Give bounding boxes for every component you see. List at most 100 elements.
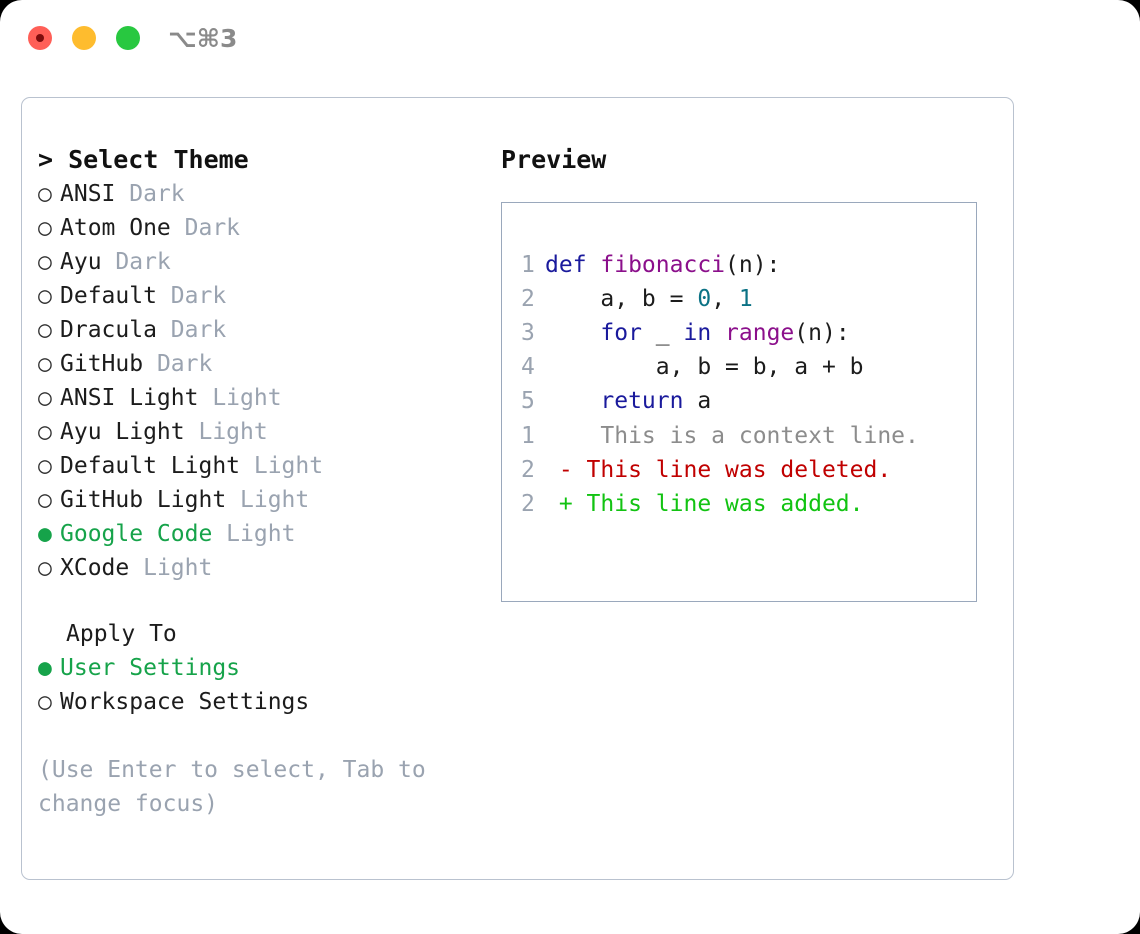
line-number: 1 — [521, 252, 535, 278]
theme-option-label: GitHub — [60, 351, 144, 377]
code-line: 5 return a — [521, 384, 864, 418]
code-token: (n): — [794, 320, 850, 346]
code-token: def — [545, 252, 601, 278]
line-number: 1 — [521, 423, 535, 449]
radio-unselected-icon: ○ — [38, 215, 52, 241]
line-number: 2 — [521, 491, 535, 517]
theme-option-label: Dracula — [60, 317, 157, 343]
code-token: a, b = — [545, 286, 698, 312]
minimize-button[interactable] — [72, 26, 96, 50]
code-token: fibonacci — [600, 252, 726, 278]
apply-to-section: Apply To ●User Settings○Workspace Settin… — [38, 617, 468, 719]
code-line: 3 for _ in range(n): — [521, 316, 864, 350]
theme-option-ansi[interactable]: ○ ANSI Dark — [38, 177, 468, 211]
code-token — [711, 320, 725, 346]
theme-option-ayu-light[interactable]: ○ Ayu Light Light — [38, 415, 468, 449]
radio-selected-icon: ● — [38, 521, 52, 547]
theme-option-category: Dark — [101, 249, 171, 275]
theme-option-category: Light — [184, 419, 268, 445]
code-token: range — [725, 320, 795, 346]
code-token: , — [711, 286, 739, 312]
code-token: (n): — [725, 252, 781, 278]
theme-option-default-light[interactable]: ○ Default Light Light — [38, 449, 468, 483]
maximize-button[interactable] — [116, 26, 140, 50]
radio-selected-icon: ● — [38, 655, 52, 681]
diff-line-text: This is a context line. — [545, 423, 919, 449]
theme-option-label: ANSI Light — [60, 385, 199, 411]
radio-unselected-icon: ○ — [38, 181, 52, 207]
theme-option-github-light[interactable]: ○ GitHub Light Light — [38, 483, 468, 517]
radio-unselected-icon: ○ — [38, 487, 52, 513]
radio-unselected-icon: ○ — [38, 317, 52, 343]
theme-option-label: ANSI — [60, 181, 116, 207]
select-theme-heading: > Select Theme — [38, 145, 249, 174]
theme-option-list[interactable]: ○ ANSI Dark ○ Atom One Dark ○ Ayu Dark ○ Defaul… — [38, 177, 468, 585]
keyboard-shortcut-label: ⌥⌘3 — [168, 24, 238, 53]
theme-option-label: Google Code — [60, 521, 213, 547]
line-number: 3 — [521, 320, 535, 346]
diff-line-add: 2 + This line was added. — [521, 487, 919, 521]
code-token — [545, 320, 600, 346]
theme-option-category: Dark — [156, 317, 227, 343]
apply-to-option-label: User Settings — [60, 655, 241, 681]
window-controls — [28, 26, 140, 50]
theme-option-xcode[interactable]: ○XCode Light — [38, 551, 468, 585]
radio-unselected-icon: ○ — [38, 419, 52, 445]
title-bar: ⌥⌘3 — [0, 0, 1140, 78]
diff-line-ctx: 1 This is a context line. — [521, 419, 919, 453]
radio-unselected-icon: ○ — [38, 283, 52, 309]
code-token: for — [600, 320, 642, 346]
apply-to-option-label: Workspace Settings — [60, 689, 310, 715]
apply-to-option-workspace-settings[interactable]: ○Workspace Settings — [38, 685, 468, 719]
preview-heading: Preview — [501, 145, 607, 174]
code-line: 1 def fibonacci(n): — [521, 248, 864, 282]
theme-option-label: GitHub Light — [60, 487, 227, 513]
code-token: a, b = b, a + b — [545, 354, 864, 380]
diff-line-text: + This line was added. — [545, 491, 864, 517]
radio-unselected-icon: ○ — [38, 351, 52, 377]
line-number: 2 — [521, 457, 535, 483]
line-number: 4 — [521, 354, 535, 380]
theme-option-label: Default Light — [60, 453, 241, 479]
code-token — [545, 388, 600, 414]
theme-option-label: Atom One — [60, 215, 171, 241]
content-panel: > Select Theme ○ANSI Dark○Atom One Dark○… — [21, 97, 1014, 880]
theme-option-dracula[interactable]: ○ Dracula Dark — [38, 313, 468, 347]
theme-option-label: Default — [60, 283, 157, 309]
code-token: a — [683, 388, 712, 414]
diff-sample: 1 This is a context line.2 - This line w… — [521, 419, 919, 521]
theme-option-category: Dark — [156, 283, 227, 309]
theme-option-category: Light — [240, 453, 324, 479]
theme-option-category: Light — [129, 555, 213, 581]
theme-option-ayu[interactable]: ○ Ayu Dark — [38, 245, 468, 279]
theme-option-github[interactable]: ○ GitHub Dark — [38, 347, 468, 381]
code-token: 0 — [697, 286, 712, 312]
theme-option-category: Dark — [170, 215, 241, 241]
radio-unselected-icon: ○ — [38, 249, 52, 275]
diff-line-del: 2 - This line was deleted. — [521, 453, 919, 487]
theme-option-atom-one[interactable]: ○ Atom One Dark — [38, 211, 468, 245]
theme-option-default[interactable]: ○ Default Dark — [38, 279, 468, 313]
theme-option-label: XCode — [60, 555, 130, 581]
theme-option-category: Light — [212, 521, 296, 547]
apply-to-option-user-settings[interactable]: ● User Settings — [38, 651, 468, 685]
theme-option-ansi-light[interactable]: ○ ANSI Light Light — [38, 381, 468, 415]
theme-option-category: Light — [198, 385, 282, 411]
close-button[interactable] — [28, 26, 52, 50]
radio-unselected-icon: ○ — [38, 453, 52, 479]
theme-option-category: Light — [226, 487, 310, 513]
diff-line-text: - This line was deleted. — [545, 457, 892, 483]
theme-option-label: Ayu Light — [60, 419, 185, 445]
apply-to-option-list[interactable]: ● User Settings ○Workspace Settings — [38, 651, 468, 719]
code-token: in — [683, 320, 712, 346]
line-number: 5 — [521, 388, 535, 414]
theme-option-google-code[interactable]: ● Google Code Light — [38, 517, 468, 551]
theme-option-category: Dark — [143, 351, 213, 377]
theme-option-category: Dark — [115, 181, 185, 207]
radio-unselected-icon: ○ — [38, 385, 52, 411]
code-line: 4 a, b = b, a + b — [521, 350, 864, 384]
theme-option-label: Ayu — [60, 249, 102, 275]
